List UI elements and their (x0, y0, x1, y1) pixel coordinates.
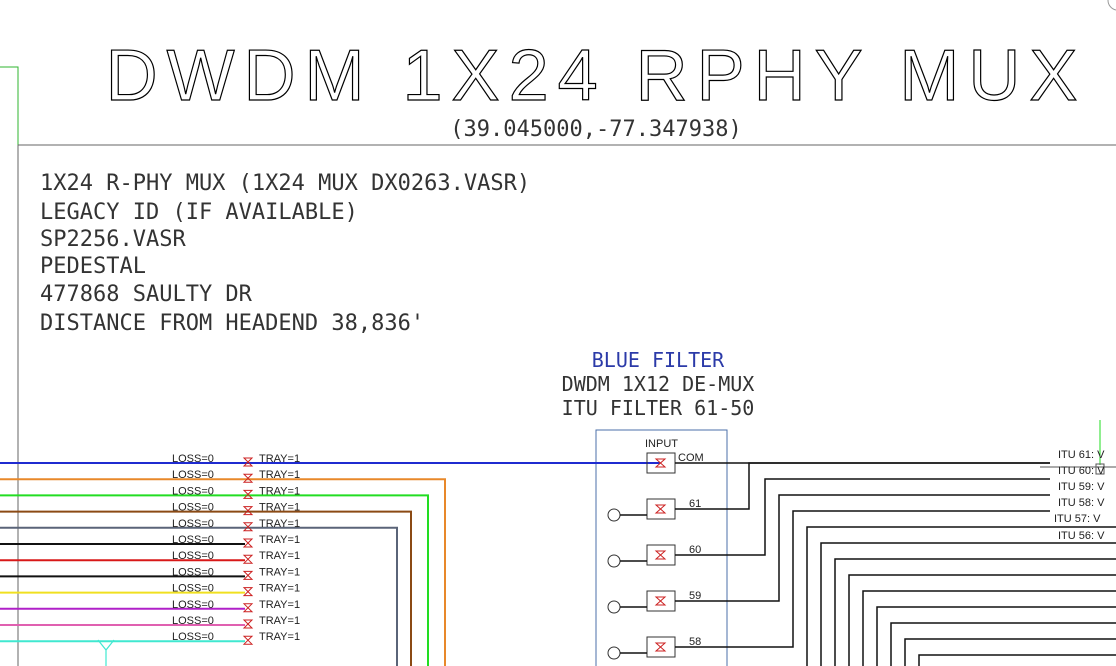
splice-marker (242, 522, 254, 532)
splice-marker (242, 473, 254, 483)
loss-label: LOSS=0 (172, 502, 214, 514)
filter-box (595, 429, 728, 666)
splice-marker (242, 570, 254, 580)
port-label: 59 (689, 590, 701, 602)
route-line (834, 558, 1116, 666)
route-line (806, 526, 1116, 666)
route-line (862, 590, 1116, 666)
info-line: DISTANCE FROM HEADEND 38,836' (40, 311, 424, 336)
info-line: 1X24 R-PHY MUX (1X24 MUX DX0263.VASR) (40, 171, 530, 196)
corner-arc (1107, 0, 1116, 11)
port-connector (646, 544, 676, 566)
tray-label: TRAY=1 (259, 550, 300, 562)
route-line (820, 542, 1116, 666)
route-line (675, 462, 1050, 510)
coordinates: (39.045000,-77.347938) (450, 117, 741, 142)
loss-label: LOSS=0 (172, 631, 214, 643)
itu-label: ITU 57: V (1054, 513, 1101, 525)
itu-label: ITU 61: V (1058, 449, 1105, 461)
fiber-drop (245, 510, 412, 666)
port-connector (646, 636, 676, 658)
loss-label: LOSS=0 (172, 453, 214, 465)
info-line: LEGACY ID (IF AVAILABLE) (40, 200, 358, 225)
port-label: 60 (689, 544, 701, 556)
splice-marker (242, 619, 254, 629)
route-line (848, 574, 1116, 666)
tray-label: TRAY=1 (259, 583, 300, 595)
route-line (675, 510, 1050, 648)
loss-label: LOSS=0 (172, 583, 214, 595)
loss-label: LOSS=0 (172, 469, 214, 481)
filter-ports (607, 452, 676, 660)
channel-routes (675, 420, 1116, 666)
tray-label: TRAY=1 (259, 485, 300, 497)
tray-label: TRAY=1 (259, 453, 300, 465)
port-circle (607, 600, 621, 614)
splice-marker (242, 489, 254, 499)
tray-label: TRAY=1 (259, 534, 300, 546)
route-line (876, 606, 1116, 666)
loss-label: LOSS=0 (172, 534, 214, 546)
splice-marker (242, 587, 254, 597)
port-connector (646, 498, 676, 520)
splice-marker (242, 603, 254, 613)
tray-label: TRAY=1 (259, 566, 300, 578)
port-label: 61 (689, 498, 701, 510)
loss-label: LOSS=0 (172, 550, 214, 562)
tray-label: TRAY=1 (259, 599, 300, 611)
loss-label: LOSS=0 (172, 566, 214, 578)
com-label: COM (678, 452, 704, 464)
loss-label: LOSS=0 (172, 485, 214, 497)
input-label: INPUT (645, 438, 678, 450)
tray-label: TRAY=1 (259, 469, 300, 481)
route-line (675, 478, 1050, 556)
splice-marker (242, 506, 254, 516)
route-line (890, 622, 1116, 666)
tray-label: TRAY=1 (259, 502, 300, 514)
fiber-drop (245, 526, 398, 666)
splice-marker (242, 635, 254, 645)
tray-label: TRAY=1 (259, 631, 300, 643)
itu-label: ITU 59: V (1058, 481, 1105, 493)
frame-green-corner (0, 66, 19, 145)
splice-marker (242, 457, 254, 467)
route-line (904, 638, 1116, 666)
diagram-title: DWDM 1X24 RPHY MUX (106, 36, 1087, 116)
filter-range: ITU FILTER 61-50 (562, 396, 755, 420)
itu-label: ITU 60: V (1058, 465, 1105, 477)
info-line: SP2256.VASR (40, 227, 186, 252)
filter-type: DWDM 1X12 DE-MUX (562, 372, 755, 396)
fiber-drop (245, 478, 446, 666)
port-circle (607, 554, 621, 568)
route-line (675, 494, 1050, 602)
filter-name: BLUE FILTER (592, 348, 725, 372)
itu-label: ITU 56: V (1058, 530, 1105, 542)
port-circle (607, 646, 621, 660)
tray-label: TRAY=1 (259, 518, 300, 530)
port-connector (646, 590, 676, 612)
itu-label: ITU 58: V (1058, 497, 1105, 509)
connector-box (1095, 463, 1105, 475)
y-marker (97, 639, 115, 666)
tray-label: TRAY=1 (259, 615, 300, 627)
info-line: PEDESTAL (40, 254, 146, 279)
splice-marker (242, 554, 254, 564)
port-circle (607, 508, 621, 522)
itu-labels: ITU 61: V ITU 60: V ITU 59: V ITU 58: V … (1054, 449, 1105, 542)
port-label: 58 (689, 636, 701, 648)
splice-marker (242, 538, 254, 548)
loss-label: LOSS=0 (172, 518, 214, 530)
loss-label: LOSS=0 (172, 599, 214, 611)
route-line (918, 654, 1116, 666)
loss-label: LOSS=0 (172, 615, 214, 627)
info-block: 1X24 R-PHY MUX (1X24 MUX DX0263.VASR) LE… (40, 171, 530, 336)
info-line: 477868 SAULTY DR (40, 282, 253, 307)
fiber-drop (245, 494, 429, 666)
